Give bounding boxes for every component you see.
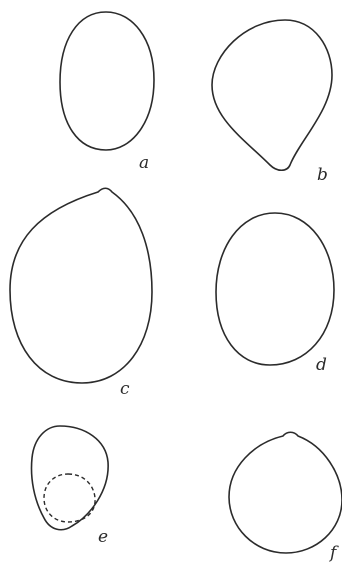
panel-label-c: c <box>120 379 130 399</box>
outline-c <box>10 188 152 383</box>
panel-a: a <box>60 12 154 173</box>
panel-label-f: f <box>328 543 339 563</box>
outline-a <box>60 12 154 150</box>
panel-label-d: d <box>316 355 327 375</box>
panel-label-b: b <box>317 165 328 185</box>
panel-c: c <box>10 188 152 399</box>
panel-label-a: a <box>139 153 149 173</box>
panel-d: d <box>216 213 334 375</box>
panel-label-e: e <box>98 527 108 547</box>
outline-b <box>212 20 332 170</box>
panel-b: b <box>212 20 332 185</box>
outline-f <box>229 432 342 553</box>
panel-e: e <box>32 426 109 547</box>
outline-e <box>32 426 109 530</box>
panel-f: f <box>229 432 342 563</box>
outline-d <box>216 213 334 365</box>
